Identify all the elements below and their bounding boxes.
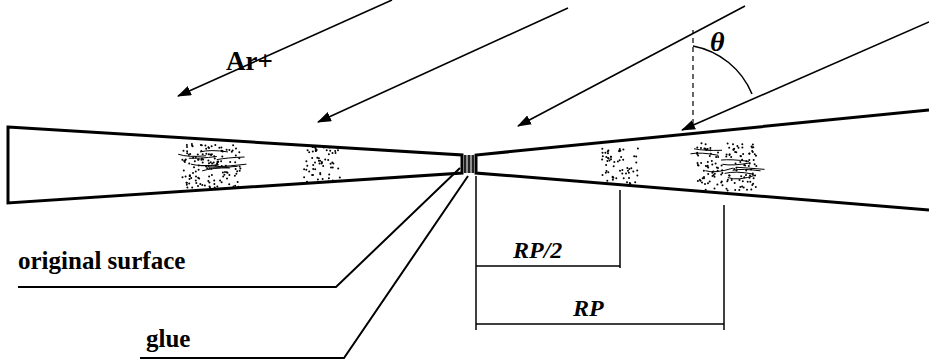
- right-specimen: [476, 110, 929, 210]
- ion-label: Ar+: [226, 48, 273, 75]
- surface-label: original surface: [18, 248, 185, 273]
- dimension-label: RP/2: [513, 238, 562, 262]
- normal-line: [692, 30, 693, 124]
- glue-label: glue: [146, 326, 190, 351]
- left-specimen: [8, 127, 462, 203]
- dimension-lines: [476, 176, 724, 330]
- angle-label: θ: [710, 28, 725, 56]
- dimension-label: RP: [573, 296, 604, 320]
- ion-beam-arrows: [178, 0, 929, 130]
- damage-regions: [178, 142, 764, 191]
- glue-layer: [464, 155, 474, 173]
- leader-lines: [18, 168, 468, 358]
